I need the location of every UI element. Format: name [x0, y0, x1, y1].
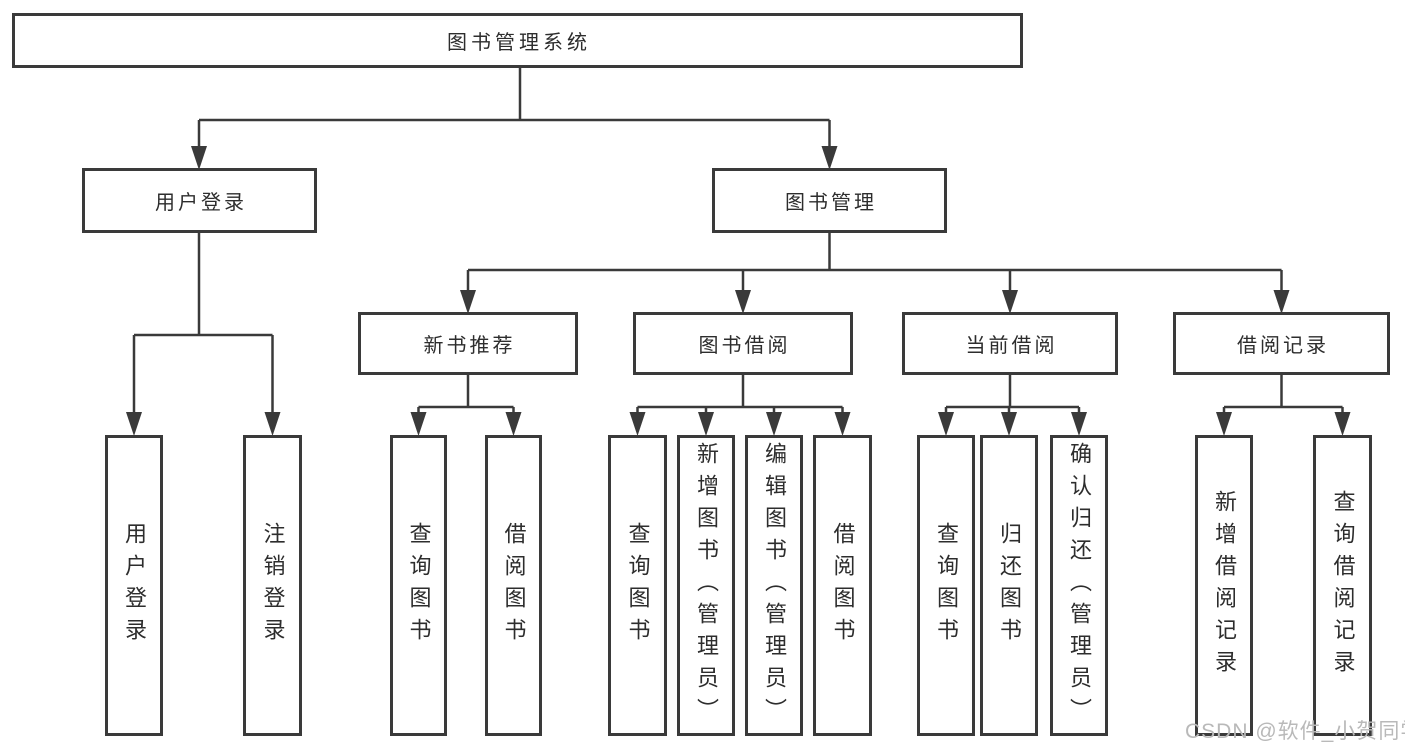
node-book-borrow: 图书借阅	[633, 312, 853, 375]
leaf-query-books-current: 查询图书	[917, 435, 975, 736]
node-user-login: 用户登录	[82, 168, 317, 233]
leaf-query-borrow-record: 查询借阅记录	[1313, 435, 1372, 736]
node-label: 注销登录	[260, 521, 286, 650]
node-new-book-recommend: 新书推荐	[358, 312, 578, 375]
node-label: 新增图书（管理员）	[694, 441, 719, 730]
node-label: 查询图书	[406, 521, 432, 650]
leaf-edit-books-admin: 编辑图书（管理员）	[745, 435, 803, 736]
leaf-query-books: 查询图书	[608, 435, 667, 736]
node-label: 图书借阅	[698, 335, 791, 357]
node-label: 查询图书	[625, 521, 651, 650]
node-label: 归还图书	[997, 521, 1022, 650]
node-label: 图书管理系统	[447, 32, 591, 54]
node-label: 新书推荐	[423, 335, 516, 357]
leaf-confirm-return-admin: 确认归还（管理员）	[1050, 435, 1108, 736]
node-label: 用户登录	[122, 521, 147, 650]
leaf-return-books: 归还图书	[980, 435, 1038, 736]
node-current-borrow: 当前借阅	[902, 312, 1118, 375]
node-label: 用户登录	[155, 192, 247, 214]
node-label: 确认归还（管理员）	[1067, 441, 1092, 730]
node-label: 借阅图书	[830, 521, 856, 650]
node-label: 查询借阅记录	[1330, 489, 1356, 682]
leaf-user-login: 用户登录	[105, 435, 163, 736]
leaf-borrow-books-recommend: 借阅图书	[485, 435, 542, 736]
leaf-query-books-recommend: 查询图书	[390, 435, 447, 736]
node-borrow-records: 借阅记录	[1173, 312, 1390, 375]
leaf-add-borrow-record: 新增借阅记录	[1195, 435, 1253, 736]
leaf-logout: 注销登录	[243, 435, 302, 736]
node-label: 当前借阅	[965, 335, 1058, 357]
node-label: 查询图书	[934, 521, 959, 650]
node-label: 借阅记录	[1237, 335, 1329, 357]
node-label: 借阅图书	[501, 521, 527, 650]
leaf-borrow-books: 借阅图书	[813, 435, 872, 736]
node-library-management-system: 图书管理系统	[12, 13, 1023, 68]
node-book-management: 图书管理	[712, 168, 947, 233]
node-label: 编辑图书（管理员）	[762, 441, 787, 730]
node-label: 新增借阅记录	[1212, 489, 1237, 682]
leaf-add-books-admin: 新增图书（管理员）	[677, 435, 735, 736]
node-label: 图书管理	[785, 192, 877, 214]
csdn-watermark: CSDN @软件_小贺同学	[1185, 720, 1405, 743]
